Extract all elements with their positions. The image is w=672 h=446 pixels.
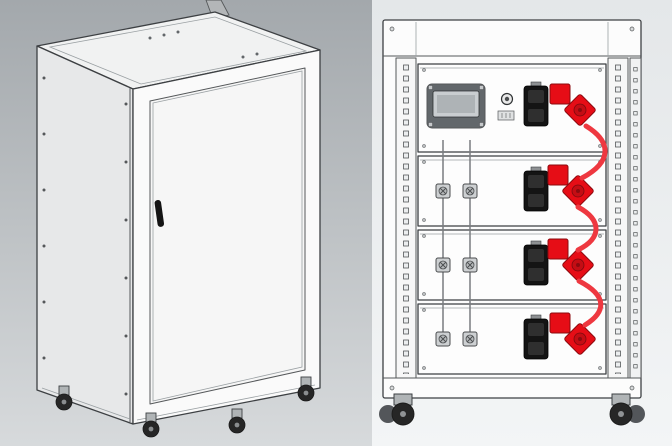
- red-cable-2: [575, 204, 599, 253]
- rack-holes-left: [402, 62, 410, 374]
- door-handle: [154, 200, 165, 227]
- cabinet-door: [149, 67, 306, 405]
- caster-wheel: [609, 393, 633, 426]
- top-vent-holes: [148, 30, 259, 59]
- fitting-bolt: [435, 183, 451, 199]
- right-cabinet-casters: [379, 393, 645, 426]
- power-connector-black: [523, 240, 549, 286]
- frame-corner-screws: [389, 26, 635, 391]
- red-cable-1: [579, 123, 608, 181]
- fitting-bolt: [462, 257, 478, 273]
- fitting-bolt: [462, 331, 478, 347]
- top-beam-seams: [415, 22, 609, 56]
- closed-cabinet-view: [36, 0, 321, 438]
- rating-label: [497, 110, 515, 121]
- caster-wheel: [391, 393, 415, 426]
- status-indicator: [500, 92, 514, 106]
- power-connector-black: [523, 314, 549, 360]
- base-frame-lines: [41, 384, 316, 421]
- fitting-bolt: [435, 331, 451, 347]
- fitting-bolt: [462, 183, 478, 199]
- door-inner-line: [152, 70, 303, 402]
- hinge-strip-holes: [632, 64, 639, 372]
- power-connector-black: [523, 166, 549, 212]
- power-connector-black: [523, 81, 549, 127]
- screen-glass: [437, 95, 475, 113]
- module-link-rods: [442, 140, 471, 335]
- display-screen: [426, 83, 486, 129]
- open-cabinet-view: [379, 19, 645, 426]
- red-cable-3: [576, 278, 604, 328]
- cabinet-top-inner-line: [48, 16, 308, 85]
- rack-holes-right: [614, 62, 622, 374]
- red-cables: [575, 123, 608, 328]
- cabinet-side-face: [36, 45, 134, 425]
- module-top-lines: [420, 67, 604, 309]
- side-frame-screws: [42, 76, 128, 396]
- fitting-bolt: [435, 257, 451, 273]
- screen-corner-screws: [428, 85, 484, 127]
